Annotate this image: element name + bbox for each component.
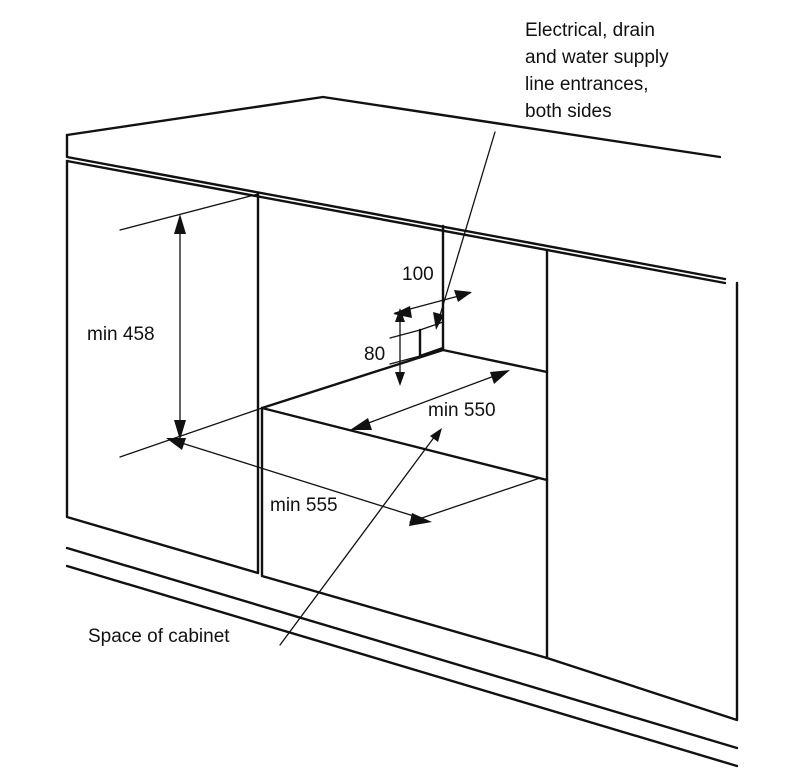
dimension-min-458-label: min 458	[87, 324, 155, 345]
arrow-head	[166, 438, 186, 450]
cabinet-space-label: Space of cabinet	[88, 626, 230, 647]
arrow-head	[409, 513, 432, 526]
supply-entrances-label: line entrances,	[525, 74, 649, 95]
dimension-80	[389, 308, 421, 386]
dimension-min-550-label: min 550	[428, 400, 496, 421]
right-cabinet-panel	[545, 248, 739, 722]
countertop	[65, 95, 727, 285]
cabinet-space-box	[260, 406, 549, 660]
arrow-head	[430, 428, 442, 442]
dimension-min-555	[166, 438, 541, 526]
supply-entrances-label: and water supply	[525, 47, 669, 68]
supply-entrances-label: both sides	[525, 101, 612, 122]
dimension-min-550	[350, 370, 510, 430]
arrow-head	[433, 312, 444, 330]
leader-cabinet-space	[279, 428, 442, 646]
arrow-head	[350, 418, 372, 430]
dimension-min-458	[119, 193, 263, 458]
dimension-min-555-label: min 555	[270, 495, 338, 516]
arrow-head	[393, 306, 412, 318]
left-cabinet-panel	[65, 159, 260, 575]
dimension-100-label: 100	[402, 264, 434, 285]
arrow-head	[454, 290, 472, 302]
leader-supply-entrances	[433, 131, 496, 330]
dimension-100	[393, 290, 472, 318]
dimension-80-label: 80	[364, 344, 385, 365]
arrow-head	[395, 372, 405, 386]
arrow-head	[174, 214, 186, 234]
arrow-head	[174, 420, 186, 440]
arrow-head	[490, 370, 510, 384]
cavity-back-wall	[260, 224, 549, 410]
supply-entrances-label: Electrical, drain	[525, 20, 655, 41]
plinth-lines	[65, 546, 739, 768]
